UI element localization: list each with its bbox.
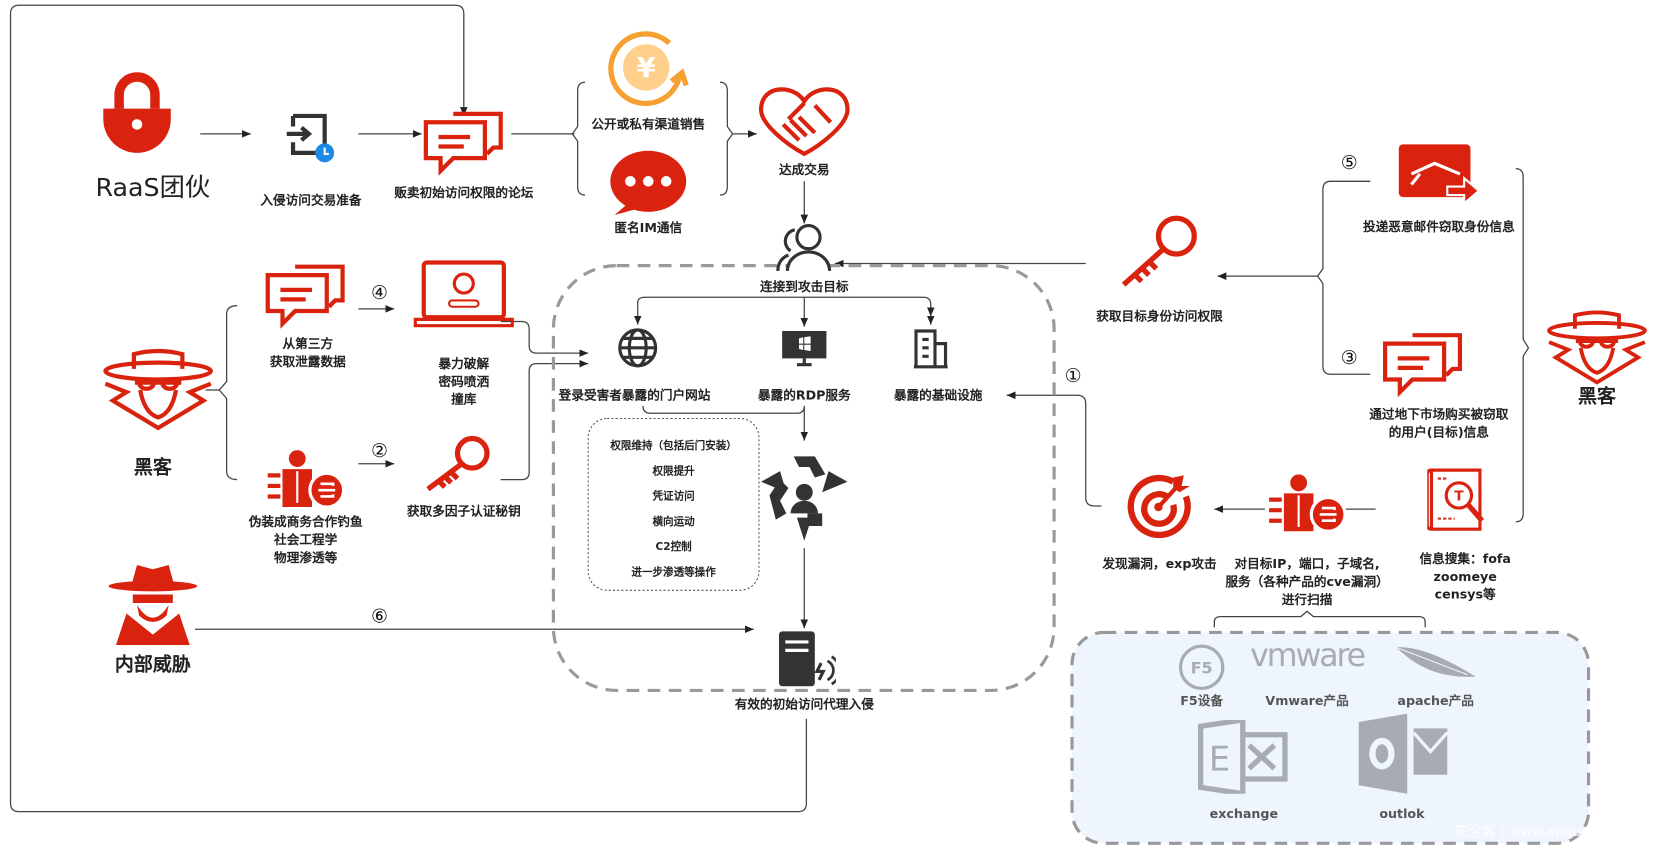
svg-text:¥: ¥ bbox=[637, 53, 656, 84]
target-icon bbox=[1127, 474, 1191, 539]
svg-text:T: T bbox=[1454, 489, 1464, 505]
step-4-marker: ④ bbox=[370, 281, 388, 305]
step-3-marker: ③ bbox=[1340, 347, 1358, 370]
yen-cycle-icon: ¥ bbox=[608, 31, 689, 107]
post-action-item: 横向运动 bbox=[652, 516, 695, 529]
building-icon bbox=[913, 329, 948, 369]
post-action-item: 权限提升 bbox=[652, 465, 695, 478]
email-label: 投递恶意邮件窃取身份信息 bbox=[1362, 219, 1515, 235]
users-icon bbox=[776, 223, 832, 271]
result-label: 有效的初始访问代理入侵 bbox=[734, 696, 874, 712]
post-exploitation-box bbox=[587, 417, 760, 591]
step-1-marker: ① bbox=[1064, 365, 1082, 388]
rdp-label: 暴露的RDP服务 bbox=[757, 387, 851, 403]
im-bubble-icon bbox=[610, 150, 687, 216]
f5-label: F5设备 bbox=[1180, 693, 1224, 709]
svg-text:E: E bbox=[1209, 740, 1230, 779]
third-party-label: 从第三方获取泄露数据 bbox=[269, 336, 346, 369]
step-5-marker: ⑤ bbox=[1340, 152, 1358, 175]
recycle-user-icon bbox=[761, 456, 848, 541]
anon-im-label: 匿名IM通信 bbox=[614, 220, 683, 236]
left-hacker-label: 黑客 bbox=[133, 456, 172, 479]
post-action-item: 进一步渗透等操作 bbox=[631, 567, 716, 579]
post-action-item: C2控制 bbox=[655, 541, 692, 554]
svg-text:F5: F5 bbox=[1191, 659, 1213, 678]
post-action-item: 权限维持（包括后门安装） bbox=[610, 440, 737, 453]
vuln-scan-icon bbox=[1269, 474, 1347, 533]
prep-label: 入侵访问交易准备 bbox=[260, 192, 362, 208]
server-signal-icon bbox=[778, 631, 836, 687]
insider-threat-icon bbox=[108, 564, 198, 646]
hacker-icon bbox=[103, 348, 213, 431]
f5-logo-icon: F5 bbox=[1179, 644, 1225, 690]
apache-feather-icon bbox=[1395, 646, 1476, 677]
connect-label: 连接到攻击目标 bbox=[756, 278, 852, 297]
portal-label: 登录受害者暴露的门户网站 bbox=[558, 387, 711, 403]
scan-label: 对目标IP，端口，子域名,服务（各种产品的cve漏洞）进行扫描 bbox=[1225, 556, 1389, 608]
infra-label: 暴露的基础设施 bbox=[893, 387, 983, 403]
raas-title: RaaS团伙 bbox=[95, 172, 211, 203]
chat-icon bbox=[265, 264, 345, 329]
target-environment-boundary bbox=[551, 264, 1056, 693]
watermark: 安全客 ( www.anquank bbox=[1454, 824, 1607, 841]
handshake-icon bbox=[758, 87, 850, 157]
post-action-item: 凭证访问 bbox=[652, 491, 695, 503]
forum-chat-icon bbox=[423, 111, 503, 176]
right-hacker-label: 黑客 bbox=[1577, 385, 1616, 408]
identity-label: 获取目标身份访问权限 bbox=[1096, 308, 1223, 324]
outlook-icon bbox=[1358, 713, 1449, 794]
market-chat-icon bbox=[1382, 333, 1463, 398]
apache-label: apache产品 bbox=[1397, 693, 1474, 709]
rdp-monitor-icon bbox=[782, 330, 827, 367]
brute-force-label: 暴力破解密码喷洒撞库 bbox=[438, 356, 490, 407]
phish-label: 伪装成商务合作钓鱼社会工程学物理渗透等 bbox=[248, 514, 363, 565]
right-hacker-icon bbox=[1547, 310, 1647, 385]
laptop-login-icon bbox=[413, 260, 514, 328]
products-box bbox=[1070, 630, 1591, 845]
insider-label: 内部威胁 bbox=[114, 653, 191, 676]
step-6-marker: ⑥ bbox=[370, 605, 388, 628]
recon-document-icon: T bbox=[1427, 468, 1485, 531]
forum-label: 贩卖初始访问权限的论坛 bbox=[394, 185, 534, 201]
identity-key-icon bbox=[1121, 215, 1197, 287]
key-icon bbox=[426, 435, 490, 492]
lock-icon bbox=[103, 72, 171, 153]
exchange-icon: E bbox=[1197, 719, 1288, 794]
vmware-logo: vmware bbox=[1250, 637, 1366, 675]
exchange-label: exchange bbox=[1209, 806, 1279, 822]
mfa-label: 获取多因子认证秘钥 bbox=[406, 503, 521, 519]
market-label: 通过地下市场购买被窃取的用户(目标)信息 bbox=[1369, 406, 1509, 440]
exploit-label: 发现漏洞，exp攻击 bbox=[1102, 556, 1217, 572]
globe-icon bbox=[618, 328, 658, 368]
malicious-email-icon bbox=[1398, 144, 1481, 206]
bug-scan-icon bbox=[267, 450, 346, 509]
step-2-marker: ② bbox=[370, 440, 388, 463]
vmware-label: Vmware产品 bbox=[1265, 693, 1349, 709]
public-sale-label: 公开或私有渠道销售 bbox=[591, 117, 706, 132]
outlook-label: outlok bbox=[1379, 806, 1425, 822]
entry-clock-icon bbox=[286, 113, 335, 163]
deal-label: 达成交易 bbox=[778, 162, 830, 178]
